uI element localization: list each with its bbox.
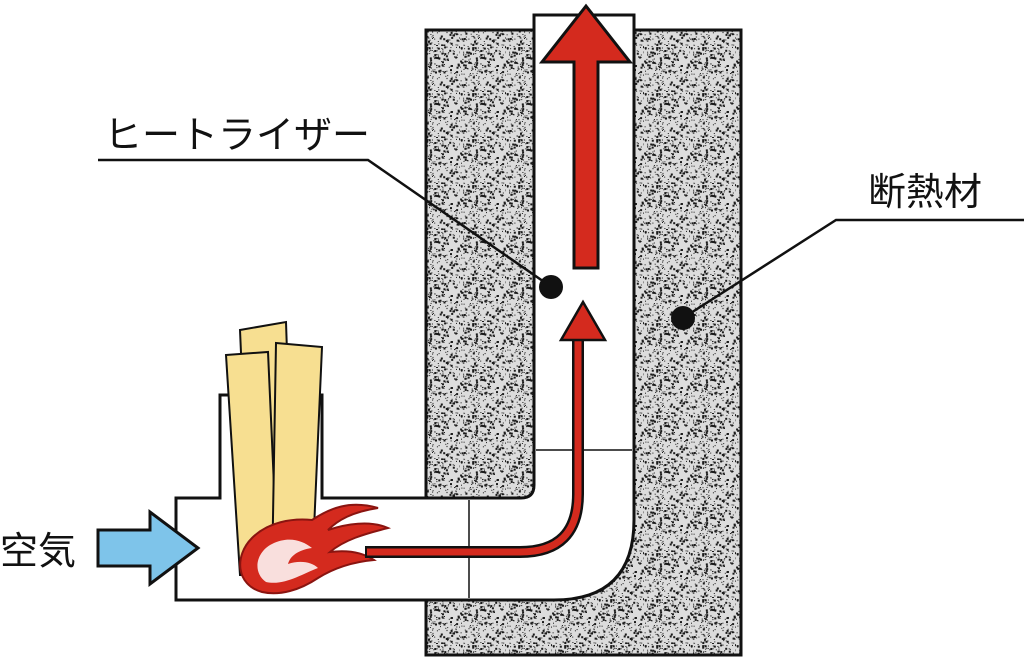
flow-arrow-head (558, 299, 608, 342)
heat-riser-leader (98, 158, 551, 288)
air-arrow-icon (96, 509, 201, 587)
heat-riser-label: ヒートライザー (104, 113, 370, 157)
insulation-leader (682, 218, 1024, 320)
pointer-dot-icon (539, 275, 563, 299)
pointer-dot-icon (671, 306, 695, 330)
air-label: 空気 (0, 529, 76, 573)
insulation-label: 断熱材 (868, 170, 982, 214)
flame-inner (257, 539, 318, 583)
riser-up-arrow (538, 3, 634, 270)
